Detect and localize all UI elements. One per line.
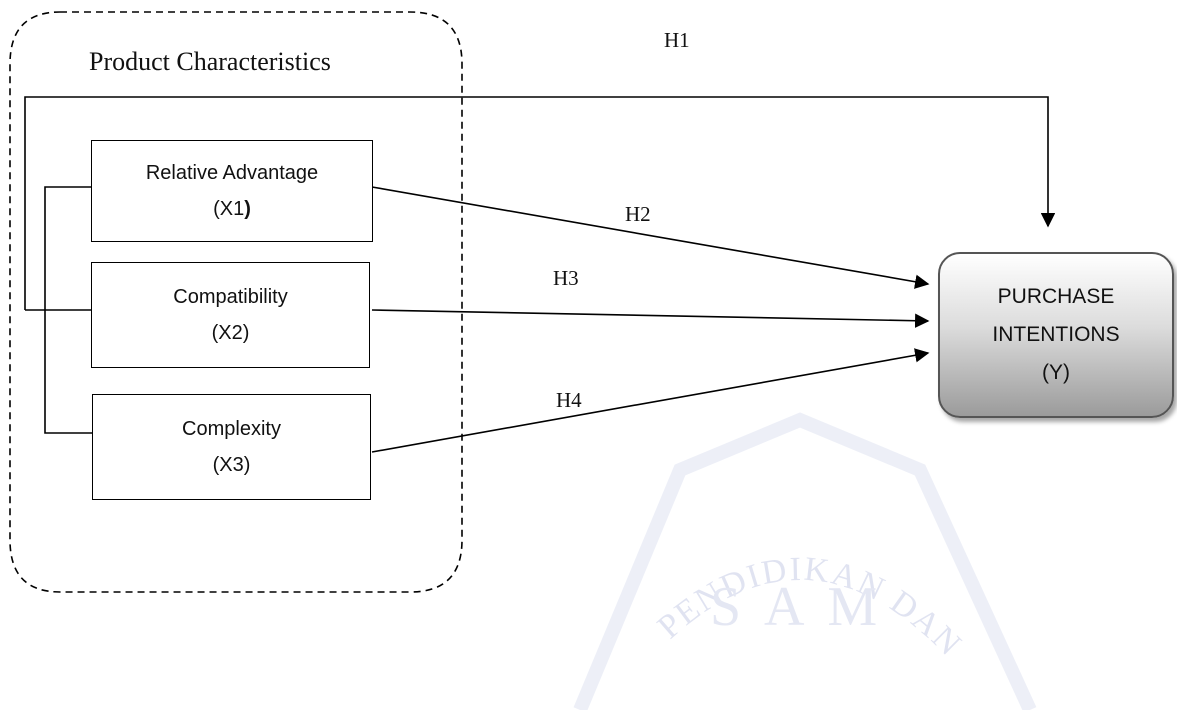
h2-arrow [371,186,930,289]
relative-advantage-label: Relative Advantage [145,162,319,184]
variables-bracket [44,186,92,434]
research-model-diagram: PENDIDIKAN DAN S A M Product Characteris… [9,11,1174,710]
compatibility-box: Compatibility (X2) [91,262,370,368]
relative-advantage-code: (X1) [213,198,251,220]
h4-label: H4 [556,388,582,412]
outcome-line-1: PURCHASE [997,285,1115,308]
relative-advantage-box: Relative Advantage (X1) [91,140,373,242]
h1-arrow [24,96,1056,310]
complexity-code: (X3) [212,454,251,476]
outcome-line-2: INTENTIONS [992,323,1120,346]
group-title: Product Characteristics [89,47,331,76]
compatibility-code: (X2) [211,322,250,344]
h2-label: H2 [625,202,651,226]
complexity-label: Complexity [182,418,281,440]
outcome-line-3: (Y) [1042,361,1070,384]
purchase-intentions-box: PURCHASE INTENTIONS (Y) [938,252,1174,418]
connectors [9,11,1056,593]
h1-label: H1 [664,28,690,52]
product-characteristics-boundary [9,11,463,593]
complexity-box: Complexity (X3) [92,394,371,500]
compatibility-label: Compatibility [173,286,288,308]
h3-label: H3 [553,266,579,290]
h3-arrow [371,309,930,328]
h4-arrow [371,348,930,453]
